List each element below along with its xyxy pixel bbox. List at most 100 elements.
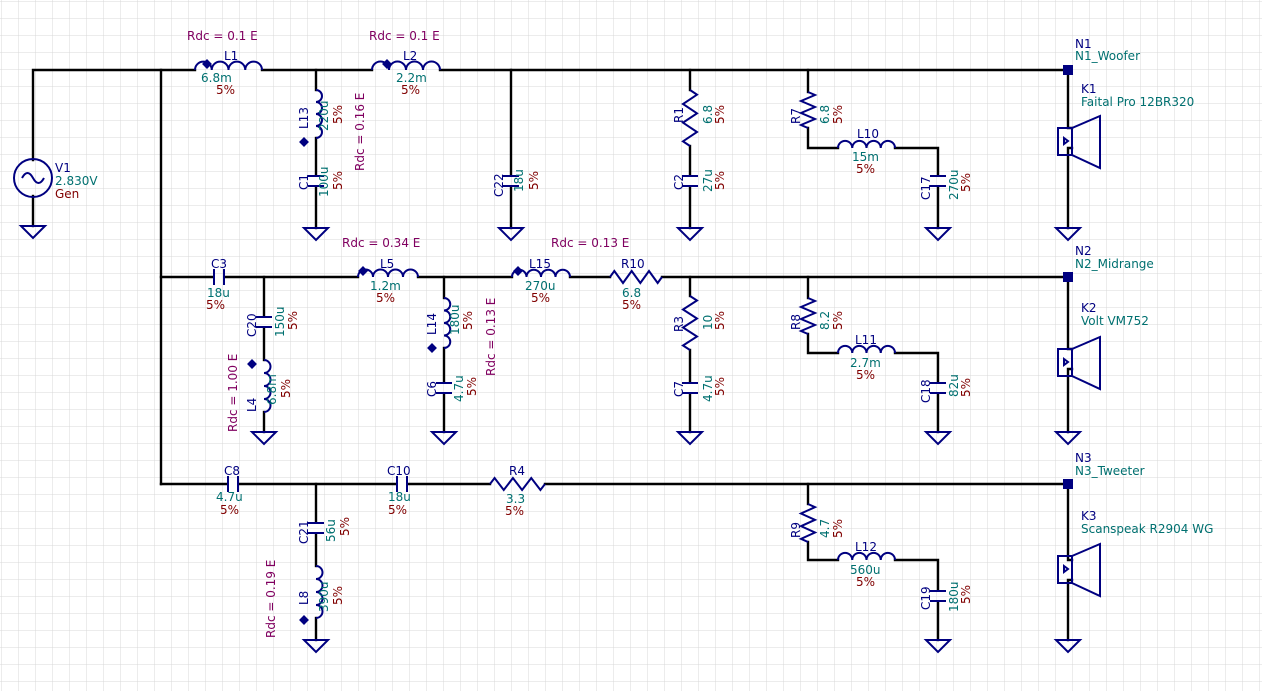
c21-capacitor[interactable]	[308, 522, 324, 534]
c19-capacitor[interactable]	[930, 590, 946, 602]
r1-resistor[interactable]	[681, 89, 699, 147]
c3-capacitor[interactable]	[213, 269, 225, 285]
r9-resistor[interactable]	[798, 503, 818, 543]
speaker-k3[interactable]: K3 Scanspeak R2904 WG	[1057, 509, 1213, 598]
component-tolerance: 5%	[831, 311, 845, 330]
component-tolerance: 5%	[959, 173, 973, 192]
ground-icon	[923, 431, 953, 446]
component-tolerance: 5%	[622, 298, 641, 312]
component-value: 10	[701, 315, 715, 330]
c10-capacitor[interactable]	[396, 476, 408, 492]
ground-symbols	[18, 225, 1083, 654]
l13-inductor[interactable]	[299, 89, 323, 147]
component-value: 18u	[388, 490, 411, 504]
component-value: 3.3	[506, 492, 525, 506]
ground-icon	[301, 639, 331, 654]
c2-capacitor[interactable]	[682, 175, 698, 187]
component-value: 2.7m	[850, 356, 881, 370]
component-value: 1.2m	[370, 279, 401, 293]
c22-capacitor[interactable]	[503, 175, 519, 187]
component-value: 6.8m	[201, 71, 232, 85]
component-tolerance: 5%	[856, 575, 875, 589]
component-name: L12	[855, 540, 877, 554]
l15-inductor[interactable]	[511, 266, 571, 278]
r7-resistor[interactable]	[798, 91, 818, 129]
component-name: R10	[621, 257, 645, 271]
component-tolerance: 5%	[338, 517, 352, 536]
voltage-source-v1[interactable]: V1 2.830V Gen	[13, 158, 98, 201]
component-symbols	[194, 59, 946, 625]
c6-capacitor[interactable]	[436, 382, 452, 394]
node-id: N2	[1075, 244, 1092, 258]
rdc-label: Rdc = 0.34 E	[342, 236, 420, 250]
component-name: R3	[672, 316, 686, 332]
c17-capacitor[interactable]	[930, 175, 946, 187]
component-name: L11	[855, 333, 877, 347]
component-value: 6.8	[818, 105, 832, 124]
node-id: N3	[1075, 451, 1092, 465]
node-n2[interactable]: N2 N2_Midrange	[1063, 244, 1154, 282]
component-value: 180u	[448, 304, 462, 335]
component-tolerance: 5%	[505, 504, 524, 518]
speaker-model: Scanspeak R2904 WG	[1081, 522, 1213, 536]
r8-resistor[interactable]	[798, 297, 818, 335]
node-label: N3_Tweeter	[1075, 464, 1145, 478]
speaker-model: Volt VM752	[1081, 314, 1149, 328]
rdc-label: Rdc = 0.1 E	[369, 29, 440, 43]
rdc-label: Rdc = 1.00 E	[226, 354, 240, 432]
component-tolerance: 5%	[831, 519, 845, 538]
component-value: 8.2	[818, 311, 832, 330]
l11-inductor[interactable]	[837, 344, 896, 354]
r3-resistor[interactable]	[681, 295, 699, 351]
component-tolerance: 5%	[527, 171, 541, 190]
c1-capacitor[interactable]	[308, 175, 324, 187]
node-label: N2_Midrange	[1075, 257, 1154, 271]
speaker-id: K2	[1081, 301, 1097, 315]
l8-inductor[interactable]	[299, 565, 324, 625]
l4-inductor[interactable]	[247, 359, 272, 413]
component-value: 220u	[317, 100, 331, 131]
node-n3[interactable]: N3 N3_Tweeter	[1063, 451, 1145, 489]
component-value: 18u	[207, 286, 230, 300]
r4-resistor[interactable]	[489, 476, 546, 492]
component-tolerance: 5%	[461, 311, 475, 330]
l10-inductor[interactable]	[837, 139, 896, 149]
ground-icon	[301, 227, 331, 242]
rdc-label: Rdc = 0.19 E	[264, 560, 278, 638]
component-value: 150u	[273, 306, 287, 337]
speaker-id: K1	[1081, 82, 1097, 96]
c20-capacitor[interactable]	[256, 316, 272, 328]
l12-inductor[interactable]	[837, 551, 896, 561]
c18-capacitor[interactable]	[930, 382, 946, 394]
c8-capacitor[interactable]	[227, 476, 239, 492]
component-name: C19	[919, 586, 933, 610]
component-value: 18u	[512, 169, 526, 192]
component-value: 4.7u	[452, 375, 466, 402]
component-tolerance: 5%	[216, 83, 235, 97]
l2-inductor[interactable]	[371, 59, 441, 71]
component-value: 4.7u	[216, 490, 243, 504]
component-name: C18	[919, 379, 933, 403]
component-tolerance: 5%	[856, 368, 875, 382]
node-n1[interactable]: N1 N1_Woofer	[1063, 37, 1140, 75]
c7-capacitor[interactable]	[682, 382, 698, 394]
l5-inductor[interactable]	[357, 266, 419, 278]
speaker-k2[interactable]: K2 Volt VM752	[1057, 301, 1149, 391]
component-value: 2.2m	[396, 71, 427, 85]
component-value: 390u	[317, 581, 331, 612]
component-tolerance: 5%	[206, 298, 225, 312]
l14-inductor[interactable]	[427, 297, 452, 353]
ground-icon	[1053, 431, 1083, 446]
component-value: 27u	[701, 169, 715, 192]
ground-icon	[675, 431, 705, 446]
component-tolerance: 5%	[331, 586, 345, 605]
component-name: L15	[529, 257, 551, 271]
component-labels: Rdc = 0.1 E L1 6.8m 5% Rdc = 0.1 E L2 2.…	[187, 29, 973, 638]
r10-resistor[interactable]	[609, 269, 663, 285]
speaker-k1[interactable]: K1 Faital Pro 12BR320	[1057, 82, 1194, 170]
l1-inductor[interactable]	[194, 59, 263, 71]
ground-icon	[1053, 639, 1083, 654]
component-tolerance: 5%	[959, 585, 973, 604]
rdc-label: Rdc = 0.13 E	[484, 298, 498, 376]
